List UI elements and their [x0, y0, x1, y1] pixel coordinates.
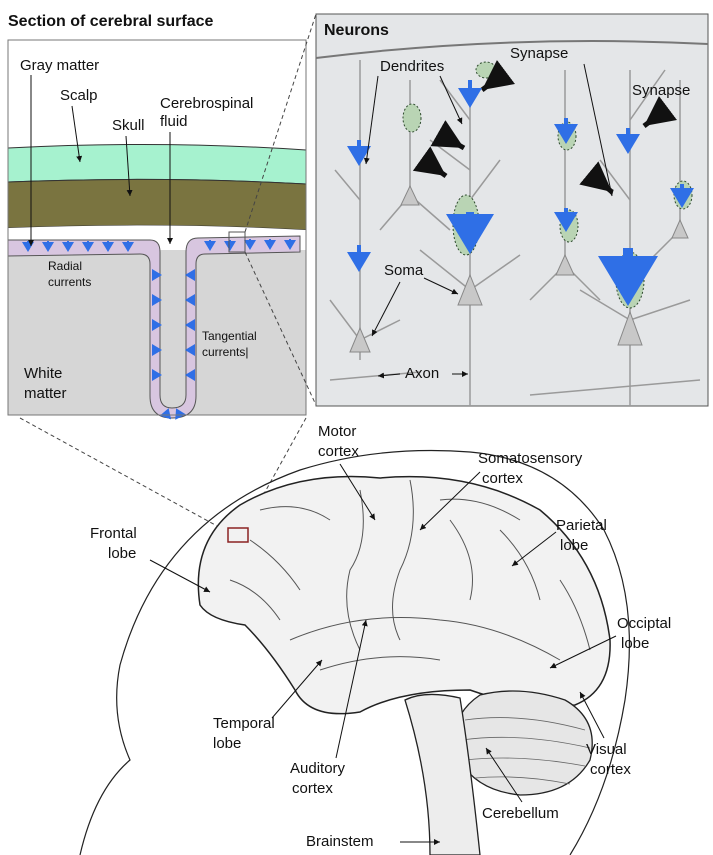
auditory-label-line2: cortex — [292, 780, 333, 797]
radial-label-line1: Radial — [48, 259, 82, 273]
occipital-label-line2: lobe — [621, 635, 649, 652]
axon-label: Axon — [405, 365, 439, 382]
visual-label-line2: cortex — [590, 761, 631, 778]
cerebellum — [454, 691, 592, 795]
brain-illustration: Motor cortex Somatosensory cortex Fronta… — [80, 423, 671, 855]
neurons-panel: Neurons Dendrites Synapse Synapse Soma A… — [316, 14, 708, 406]
synapse-label-1: Synapse — [510, 45, 568, 62]
scalp-label: Scalp — [60, 87, 98, 104]
brainstem-label: Brainstem — [306, 833, 374, 850]
parietal-label-line1: Parietal — [556, 517, 607, 534]
radial-label-line2: currents — [48, 275, 91, 289]
motor-label-line1: Motor — [318, 423, 356, 440]
neurons-title: Neurons — [324, 22, 389, 39]
frontal-label-line1: Frontal — [90, 525, 137, 542]
temporal-label-line2: lobe — [213, 735, 241, 752]
occipital-label-line1: Occiptal — [617, 615, 671, 632]
parietal-label-line2: lobe — [560, 537, 588, 554]
csf-label-line2: fluid — [160, 113, 188, 130]
auditory-label-line1: Auditory — [290, 760, 346, 777]
cerebrum — [198, 477, 610, 714]
frontal-label-line2: lobe — [108, 545, 136, 562]
white-matter-label-line1: White — [24, 365, 62, 382]
csf-label-line1: Cerebrospinal — [160, 95, 253, 112]
visual-label-line1: Visual — [586, 741, 627, 758]
skull-label: Skull — [112, 117, 145, 134]
white-matter-label-line2: matter — [24, 385, 67, 402]
tangential-label-line2: currents| — [202, 345, 248, 359]
soma-label: Soma — [384, 262, 424, 279]
scalp-layer — [8, 144, 306, 184]
motor-label-line2: cortex — [318, 443, 359, 460]
somato-label-line2: cortex — [482, 470, 523, 487]
somato-label-line1: Somatosensory — [478, 450, 583, 467]
section-panel: Section of cerebral surface Gray matter … — [8, 13, 306, 418]
temporal-label-line1: Temporal — [213, 715, 275, 732]
gray-matter-label: Gray matter — [20, 57, 99, 74]
dendrites-label: Dendrites — [380, 58, 444, 75]
cerebellum-label: Cerebellum — [482, 805, 559, 822]
tangential-label-line1: Tangential — [202, 329, 257, 343]
synapse-label-2: Synapse — [632, 82, 690, 99]
section-title: Section of cerebral surface — [8, 13, 214, 30]
skull-layer — [8, 179, 306, 230]
